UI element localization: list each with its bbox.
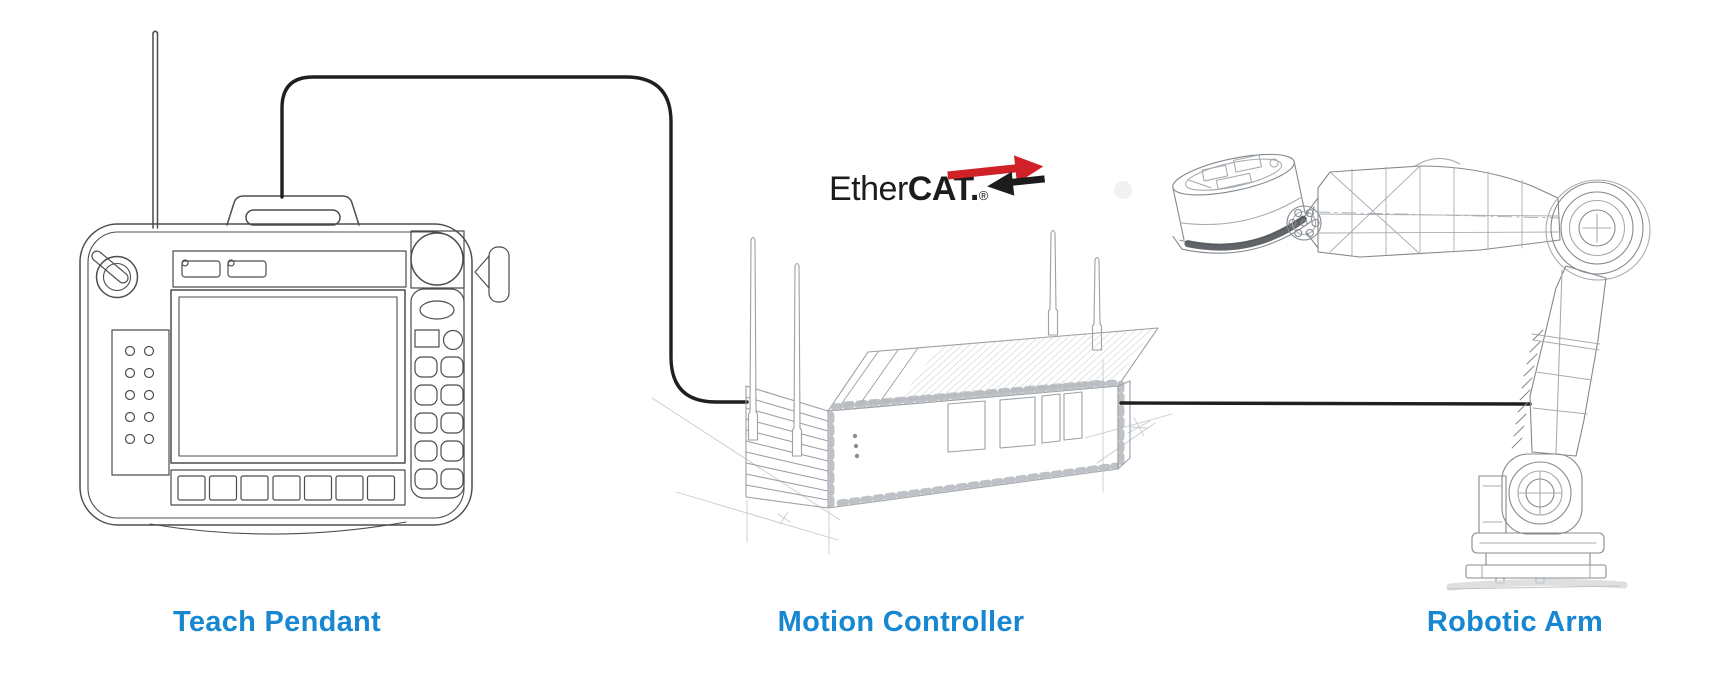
pendant-screen — [170, 289, 406, 464]
pendant-antenna-icon — [152, 30, 159, 229]
logo-registered-mark: ® — [979, 188, 989, 203]
arm-end-effector — [1172, 153, 1315, 254]
controller-antenna-icon — [791, 262, 803, 457]
label-motion-controller: Motion Controller — [778, 606, 1025, 638]
ethercat-logo-text: EtherCAT.® — [829, 170, 989, 208]
arm-forearm-link — [1315, 157, 1561, 258]
arm-upper-link — [1511, 265, 1607, 457]
logo-text-regular: Ether — [829, 170, 908, 208]
ethercat-logo: EtherCAT.® — [829, 155, 1046, 208]
pendant-body-outer — [79, 223, 473, 526]
arm-elbow-joint — [1545, 179, 1651, 281]
robotic-arm-illustration — [1114, 153, 1651, 591]
pendant-estop-button — [410, 230, 465, 289]
label-teach-pendant: Teach Pendant — [173, 606, 381, 638]
pendant-bottom-edge — [149, 521, 407, 535]
pendant-handle — [226, 195, 360, 226]
teach-pendant-illustration — [79, 30, 510, 535]
pendant-side-connector — [474, 246, 510, 303]
label-robotic-arm: Robotic Arm — [1427, 606, 1603, 638]
pendant-indicator-strip — [172, 250, 407, 288]
motion-controller-illustration — [651, 229, 1173, 555]
controller-heatsink — [745, 385, 829, 509]
pendant-function-keys — [170, 469, 406, 506]
pendant-right-keypad — [410, 288, 465, 499]
ethercat-arrow-icon — [947, 155, 1046, 196]
arm-shoulder-joint — [1478, 453, 1583, 535]
controller-led-dots — [852, 433, 860, 459]
controller-front-face — [827, 379, 1131, 509]
controller-port-windows — [947, 391, 1083, 453]
pendant-left-button-panel — [111, 329, 170, 476]
cable-pendant-to-controller — [280, 75, 749, 404]
arm-wrist-joint — [1286, 197, 1322, 249]
controller-antenna-icon — [1047, 229, 1059, 336]
controller-antenna-icon — [747, 236, 759, 441]
cable-controller-to-arm — [1119, 401, 1532, 406]
controller-top-face — [827, 327, 1159, 412]
arm-base — [1446, 532, 1628, 591]
pendant-key-switch — [91, 250, 139, 299]
